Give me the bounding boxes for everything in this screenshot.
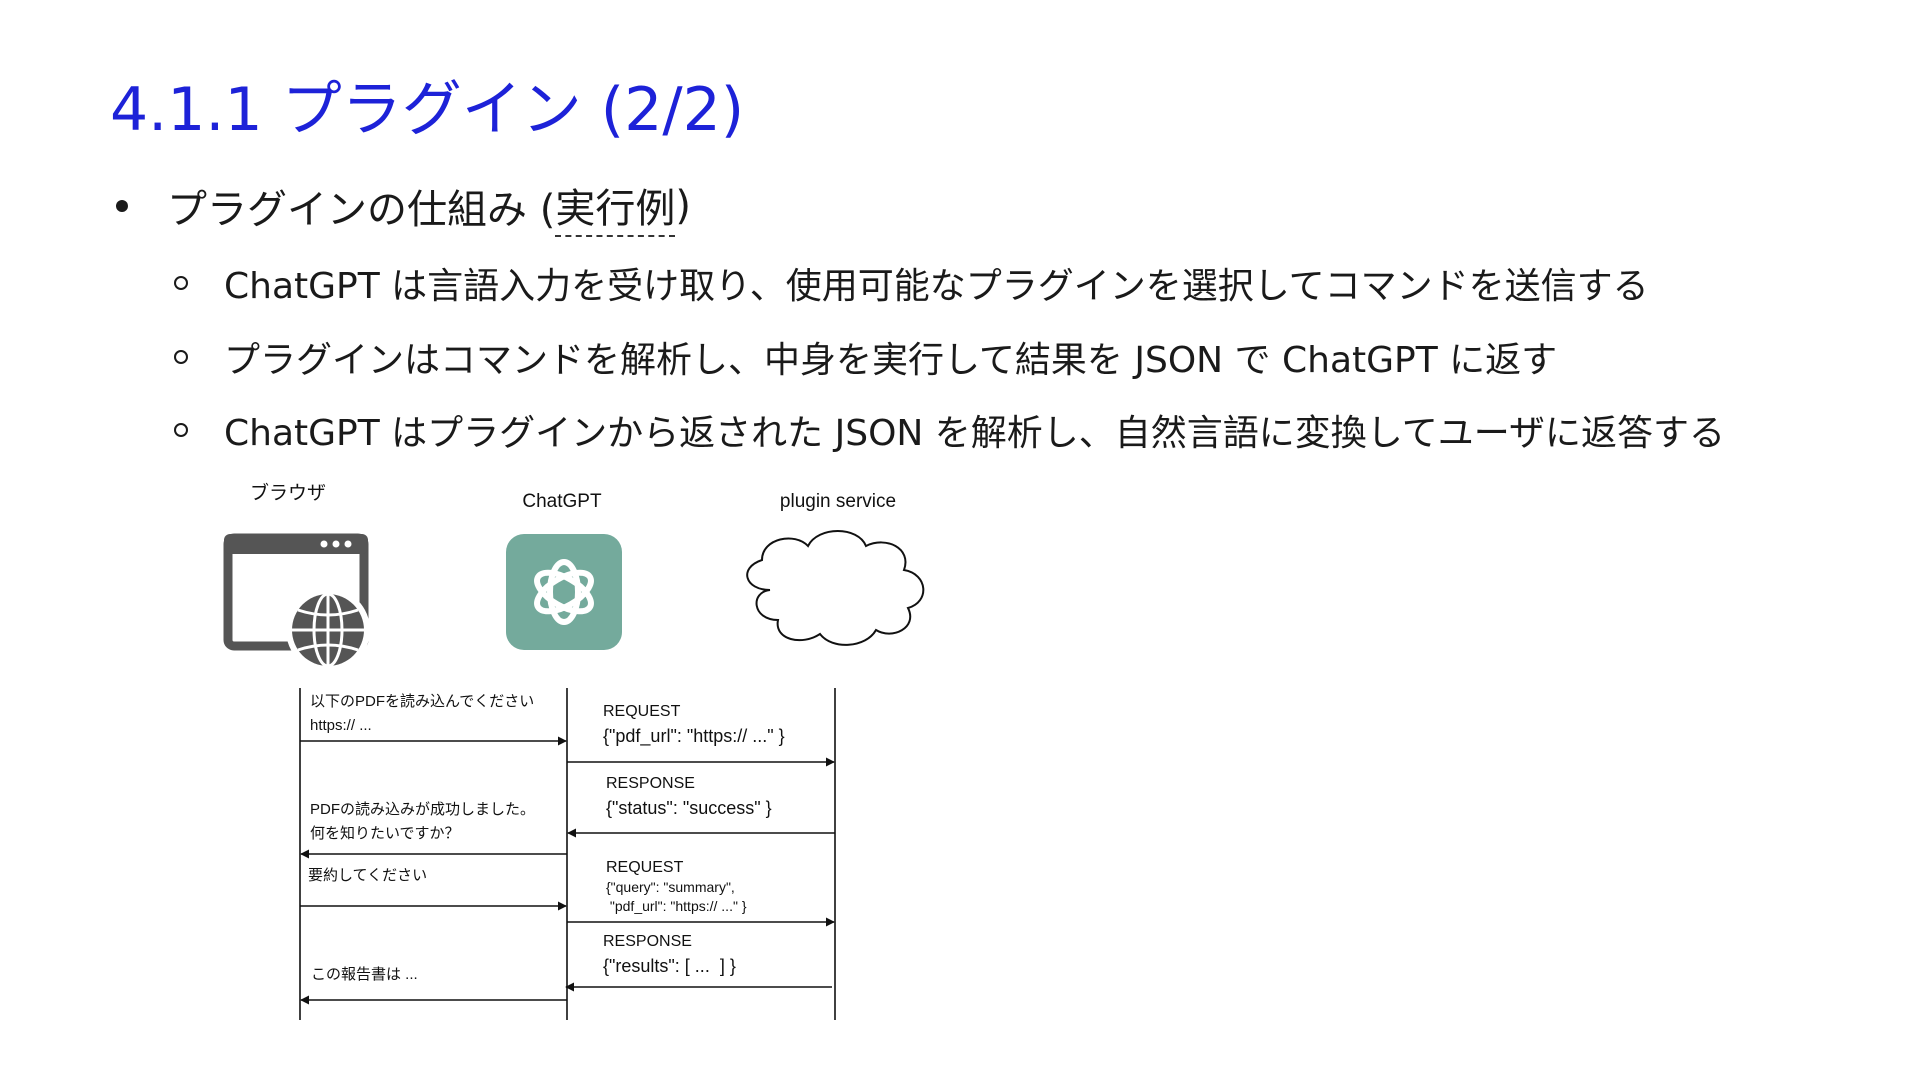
msg-6-label: REQUEST	[606, 859, 684, 876]
sequence-diagram: ブラウザ ChatGPT plugin service	[210, 470, 960, 1030]
msg-3-body: {"status": "success" }	[606, 798, 772, 818]
msg-8-text: この報告書は ...	[311, 966, 418, 983]
msg-7-label: RESPONSE	[603, 933, 692, 950]
actor-label-browser: ブラウザ	[250, 481, 326, 504]
chatgpt-logo-icon	[506, 534, 622, 650]
sub-bullet-3: ChatGPT はプラグインから返された JSON を解析し、自然言語に変換して…	[174, 403, 1725, 457]
actor-label-plugin: plugin service	[780, 491, 896, 512]
main-bullet-underlined-text: 実行例	[555, 176, 676, 237]
msg-2-label: REQUEST	[603, 703, 681, 720]
main-bullet: プラグインの仕組み (実行例)	[116, 176, 691, 237]
browser-window-globe-icon	[223, 533, 370, 672]
actor-label-chatgpt: ChatGPT	[522, 491, 602, 512]
msg-1-line-2: https:// ...	[310, 717, 372, 734]
bullet-ring	[174, 423, 188, 437]
msg-7-body: {"results": [ ... ] }	[603, 956, 736, 976]
msg-4-line-2: 何を知りたいですか？	[310, 825, 460, 842]
msg-5-text: 要約してください	[308, 867, 427, 884]
bullet-ring	[174, 276, 188, 290]
sub-bullet-2-text: プラグインはコマンドを解析し、中身を実行して結果を JSON で ChatGPT…	[224, 340, 1558, 381]
sub-bullet-1: ChatGPT は言語入力を受け取り、使用可能なプラグインを選択してコマンドを送…	[174, 256, 1649, 310]
main-bullet-text-end: )	[675, 183, 691, 229]
sub-bullet-1-text: ChatGPT は言語入力を受け取り、使用可能なプラグインを選択してコマンドを送…	[224, 266, 1649, 307]
msg-3-label: RESPONSE	[606, 775, 695, 792]
msg-4-line-1: PDFの読み込みが成功しました。	[310, 801, 535, 818]
sub-bullet-2: プラグインはコマンドを解析し、中身を実行して結果を JSON で ChatGPT…	[174, 330, 1557, 384]
msg-1-line-1: 以下のPDFを読み込んでください	[310, 693, 534, 710]
sub-bullet-3-text: ChatGPT はプラグインから返された JSON を解析し、自然言語に変換して…	[224, 413, 1725, 454]
msg-6-body-2: "pdf_url": "https:// ..." }	[606, 898, 747, 914]
msg-6-body-1: {"query": "summary",	[606, 879, 735, 895]
bullet-dot	[116, 200, 128, 212]
main-bullet-text: プラグインの仕組み (	[167, 187, 556, 233]
cloud-icon	[746, 530, 925, 646]
bullet-ring	[174, 350, 188, 364]
msg-2-body: {"pdf_url": "https:// ..." }	[603, 726, 785, 747]
slide-title: 4.1.1 プラグイン (2/2)	[110, 75, 745, 145]
